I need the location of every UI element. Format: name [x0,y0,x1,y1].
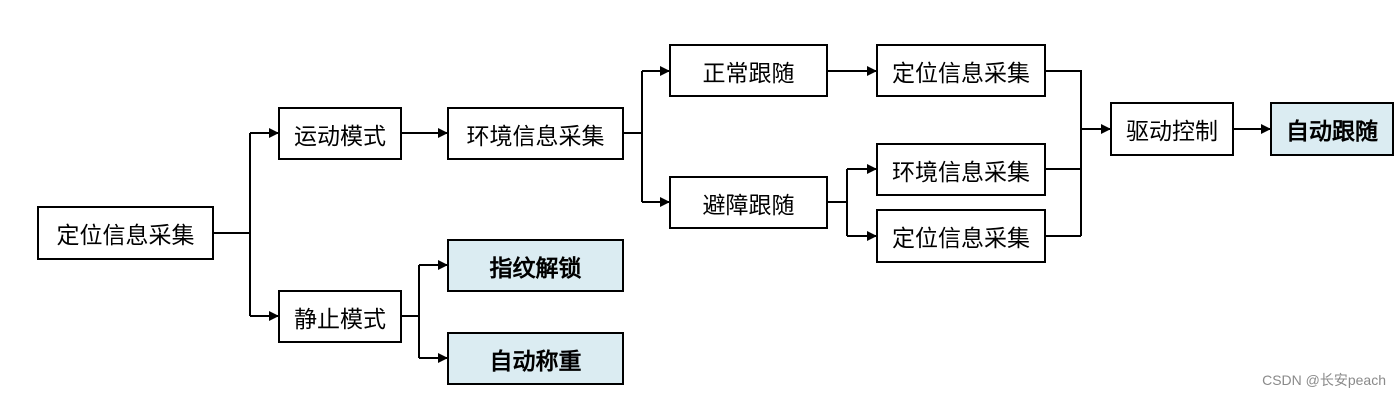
node-auto-weigh: 自动称重 [447,332,624,385]
node-environment-collection: 环境信息采集 [447,107,624,160]
connector-root-to-modes [214,133,251,316]
node-fingerprint-unlock: 指纹解锁 [447,239,624,292]
node-motion-mode: 运动模式 [278,107,402,160]
watermark: CSDN @长安peach [1262,372,1386,388]
node-static-mode: 静止模式 [278,290,402,343]
node-position-collection-root: 定位信息采集 [37,206,214,260]
node-position-collection-avoid: 定位信息采集 [876,209,1046,263]
node-normal-follow: 正常跟随 [669,44,828,97]
connector-avoid-to-sensors [828,169,848,236]
node-position-collection-normal: 定位信息采集 [876,44,1046,97]
connector-static-to-functions [402,265,420,358]
connector-merge-to-drive [1046,70,1110,237]
node-drive-control: 驱动控制 [1110,102,1234,156]
connector-env-to-follow [624,71,643,202]
node-environment-collection-avoid: 环境信息采集 [876,143,1046,196]
node-obstacle-avoid-follow: 避障跟随 [669,176,828,229]
node-auto-follow: 自动跟随 [1270,102,1394,156]
